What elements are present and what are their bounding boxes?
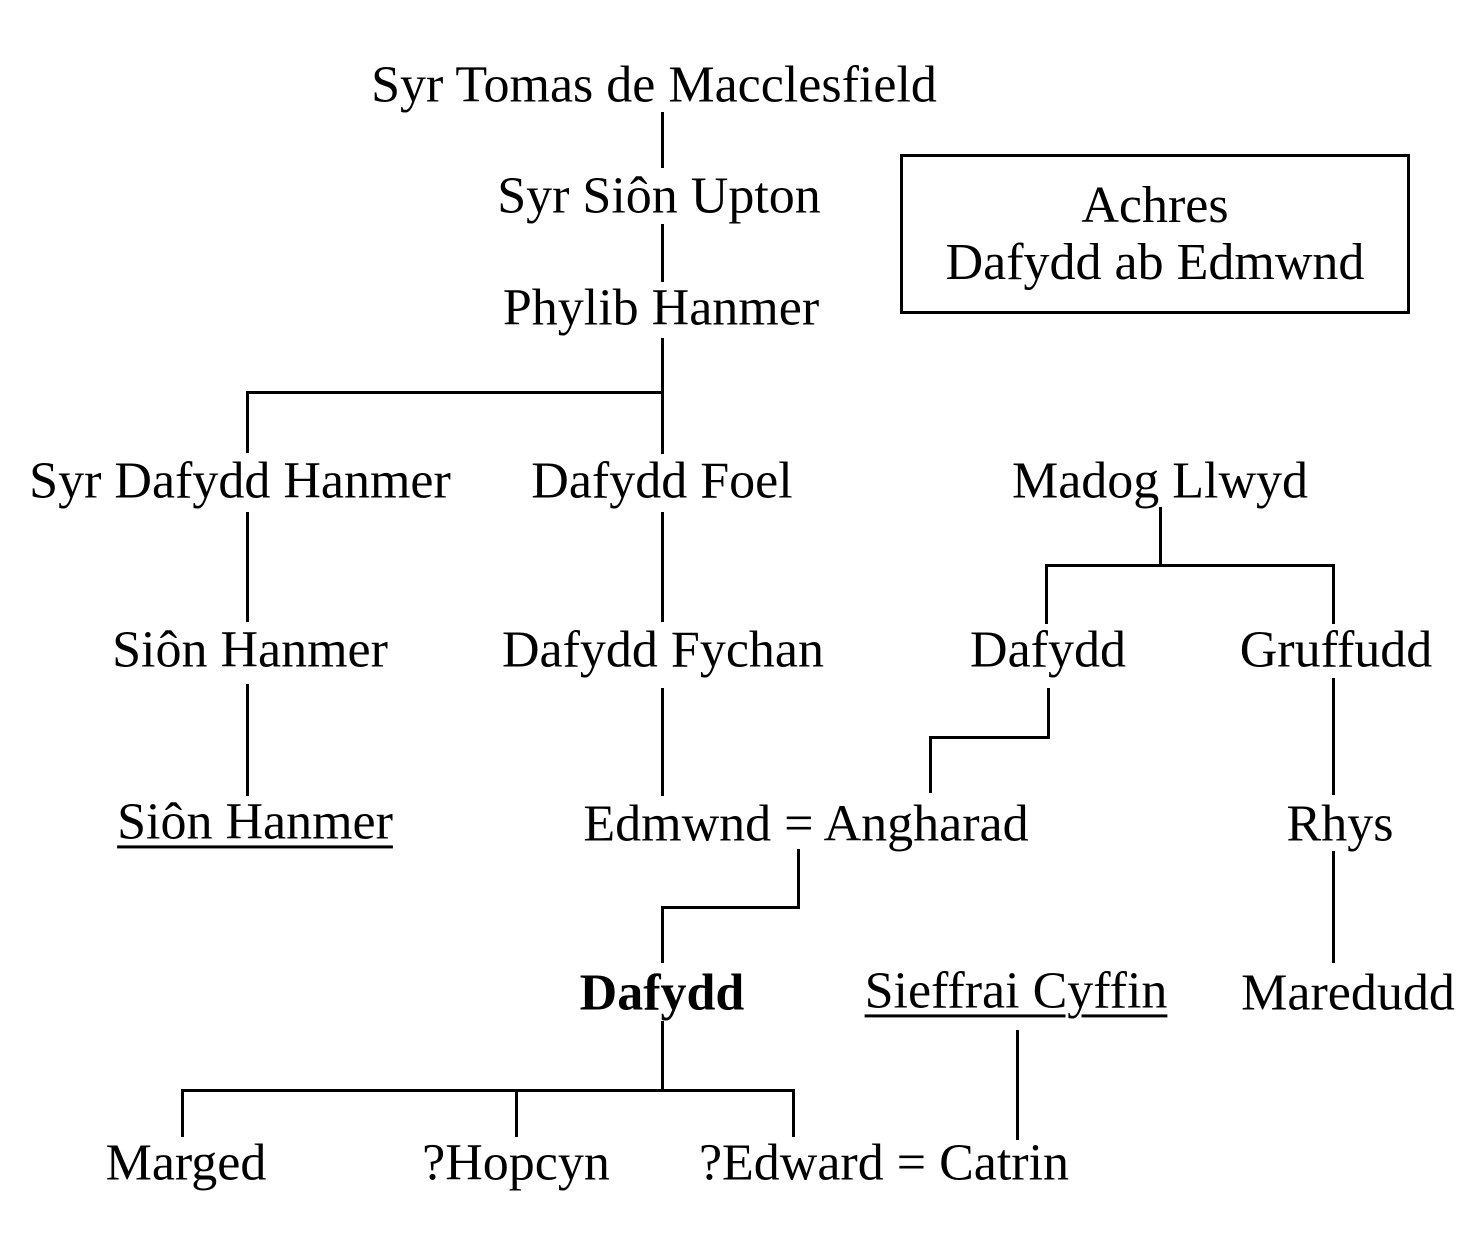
node-syr-tomas-de-macclesfield: Syr Tomas de Macclesfield	[371, 56, 937, 114]
node-edmwnd-angharad: Edmwnd = Angharad	[583, 795, 1029, 853]
node-madog-llwyd: Madog Llwyd	[1011, 452, 1309, 510]
edge-dafydd-madog-stem	[1047, 688, 1050, 739]
edge-dafydd-foel-dafydd-fychan	[661, 512, 664, 622]
edge-tomas-upton	[661, 112, 664, 168]
edge-phylib-stem	[661, 338, 664, 454]
edge-syr-dafydd-hanmer-sion-hanmer	[246, 512, 249, 622]
edge-madog-stem	[1159, 507, 1162, 566]
node-dafydd-foel: Dafydd Foel	[531, 452, 793, 510]
edge-edmwnd-angharad-stem	[797, 849, 800, 909]
node-marged: Marged	[105, 1134, 267, 1192]
edge-gruffudd-rhys	[1332, 678, 1335, 795]
title-box: Achres Dafydd ab Edmwnd	[900, 154, 1410, 314]
edge-upton-phylib	[661, 224, 664, 282]
edge-branch-to-gruffudd	[1332, 564, 1335, 624]
edge-branch-to-syr-dafydd-hanmer	[246, 391, 249, 453]
edge-dafydd-madog-jog-horizontal	[929, 736, 1050, 739]
edge-bottom-branch-horizontal	[181, 1089, 795, 1092]
title-box-line2: Dafydd ab Edmwnd	[945, 234, 1365, 291]
node-sion-hanmer-2: Siôn Hanmer	[117, 793, 393, 851]
edge-branch-to-hopcyn	[515, 1089, 518, 1137]
node-maredudd: Maredudd	[1241, 964, 1455, 1022]
node-sion-hanmer: Siôn Hanmer	[112, 621, 388, 679]
node-dafydd-ap-madog: Dafydd	[970, 621, 1126, 679]
node-phylib-hanmer: Phylib Hanmer	[502, 279, 820, 337]
edge-dafydd-ab-edmwnd-stem	[661, 1021, 664, 1092]
edge-jog-to-angharad	[929, 736, 932, 793]
node-syr-dafydd-hanmer: Syr Dafydd Hanmer	[29, 452, 451, 510]
node-edward-catrin: ?Edward = Catrin	[698, 1134, 1070, 1192]
node-hopcyn: ?Hopcyn	[422, 1134, 610, 1192]
edge-branch-to-edward	[792, 1089, 795, 1137]
edge-jog-to-dafydd-ab-edmwnd	[661, 906, 664, 963]
node-syr-sion-upton: Syr Siôn Upton	[497, 167, 821, 225]
edge-phylib-branch-horizontal	[246, 391, 663, 394]
title-box-line1: Achres	[1081, 177, 1229, 234]
edge-dafydd-fychan-edmwnd	[661, 688, 664, 796]
edge-branch-to-dafydd-madog	[1045, 564, 1048, 624]
edge-branch-to-marged	[181, 1089, 184, 1137]
node-sieffrai-cyffin: Sieffrai Cyffin	[864, 962, 1168, 1020]
node-gruffudd: Gruffudd	[1239, 621, 1433, 679]
edge-edmwnd-angharad-jog-horizontal	[661, 906, 800, 909]
node-rhys: Rhys	[1286, 795, 1394, 853]
edge-sion-hanmer-sion-hanmer-2	[246, 684, 249, 796]
node-dafydd-fychan: Dafydd Fychan	[501, 621, 825, 679]
edge-madog-branch-horizontal	[1045, 564, 1335, 567]
edge-rhys-maredudd	[1332, 851, 1335, 963]
edge-sieffrai-cyffin-catrin	[1016, 1030, 1019, 1140]
node-dafydd-ab-edmwnd: Dafydd	[579, 964, 745, 1022]
